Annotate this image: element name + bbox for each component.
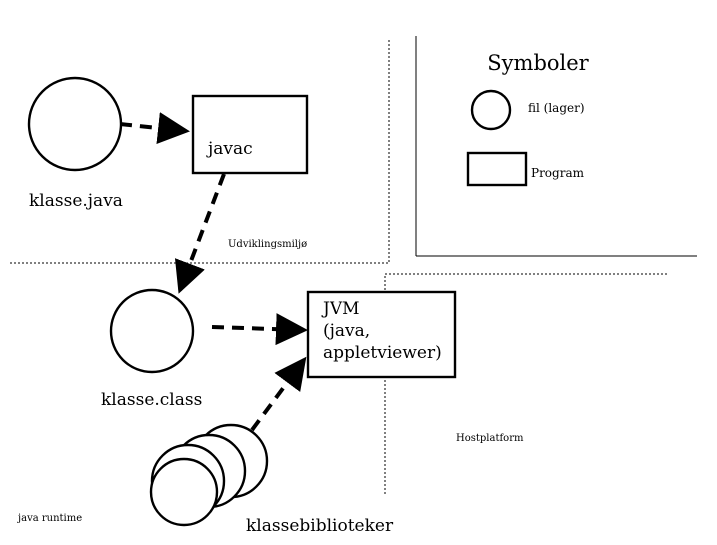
arrow-source-to-compiler xyxy=(119,112,190,144)
legend-program-label: Program xyxy=(531,166,585,180)
libraries-label: klassebiblioteker xyxy=(246,516,394,536)
class-file-label: klasse.class xyxy=(101,390,202,410)
legend-file-symbol xyxy=(470,89,512,131)
runtime-region-label: java runtime xyxy=(17,513,82,524)
arrow-libraries-to-jvm xyxy=(250,356,307,432)
legend-program-symbol xyxy=(466,151,528,187)
source-file-node xyxy=(27,76,123,172)
library-file-node-1 xyxy=(149,457,219,527)
jvm-label-line-3: appletviewer) xyxy=(323,343,442,363)
jvm-node xyxy=(306,290,457,379)
compiler-node xyxy=(191,94,309,175)
development-region-label: Udviklingsmiljø xyxy=(228,239,307,250)
jvm-label-line-1: JVM xyxy=(321,299,360,319)
host-region-label: Hostplatform xyxy=(456,433,524,444)
arrow-compiler-to-class xyxy=(174,173,226,294)
class-file-node xyxy=(109,288,195,374)
arrow-class-to-jvm xyxy=(211,313,308,346)
legend-file-label: fil (lager) xyxy=(528,101,585,115)
compiler-label: javac xyxy=(206,139,253,159)
source-file-label: klasse.java xyxy=(29,191,123,211)
legend-title: Symboler xyxy=(487,51,589,75)
jvm-label-line-2: (java, xyxy=(323,321,370,341)
